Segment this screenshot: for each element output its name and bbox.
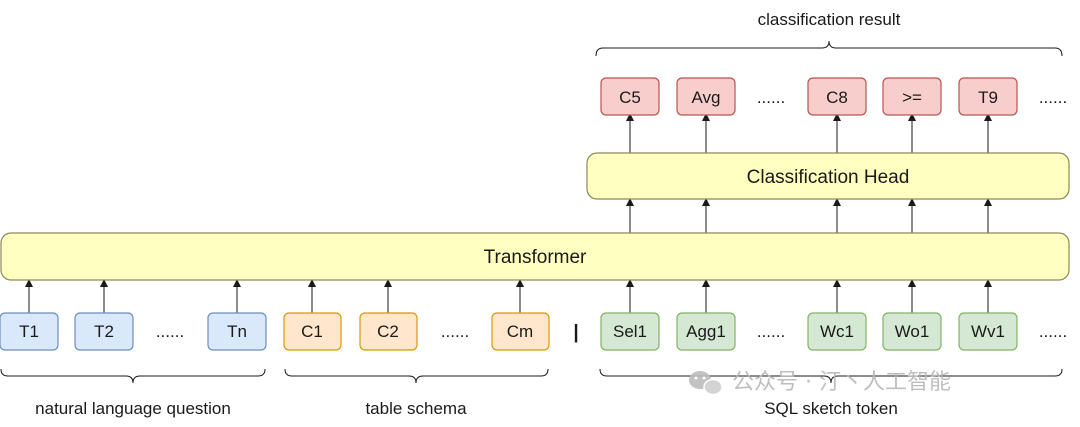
token-label: T9 — [978, 88, 998, 107]
token-box — [74, 312, 134, 351]
token-box — [958, 312, 1018, 351]
token-label: Tn — [227, 322, 247, 341]
brace-sketch — [599, 368, 1063, 384]
caption-schema: table schema — [365, 399, 467, 418]
brace-result — [595, 40, 1063, 57]
ellipsis: ...... — [441, 322, 469, 341]
token-box — [676, 77, 736, 116]
ellipsis: ...... — [757, 88, 785, 107]
token-box — [958, 77, 1018, 116]
transformer-layer: Transformer — [0, 232, 1070, 281]
token-box — [207, 312, 267, 351]
token-box — [600, 312, 660, 351]
token-label: Avg — [692, 88, 721, 107]
wechat-icon — [689, 371, 723, 396]
ellipsis: ...... — [1039, 322, 1067, 341]
token-label: C5 — [619, 88, 641, 107]
token-box — [0, 312, 59, 351]
brace-question — [0, 368, 266, 384]
sketch-tokens: Sel1 Agg1 ...... Wc1 Wo1 Wv1 ...... — [600, 312, 1067, 351]
watermark-text: 公众号 · 汀丶人工智能 — [732, 370, 951, 395]
token-box — [491, 312, 550, 351]
ellipsis: ...... — [757, 322, 785, 341]
token-label: >= — [902, 88, 922, 107]
token-label: C8 — [826, 88, 848, 107]
token-box — [359, 312, 418, 351]
caption-result: classification result — [758, 10, 901, 29]
token-box — [807, 77, 867, 116]
watermark: 公众号 · 汀丶人工智能 — [689, 370, 951, 396]
ellipsis: ...... — [1039, 88, 1067, 107]
brace-schema — [284, 368, 549, 384]
caption-question: natural language question — [35, 399, 231, 418]
token-box — [882, 77, 942, 116]
output-tokens: C5 Avg ...... C8 >= T9 ...... — [600, 77, 1067, 116]
question-tokens: T1 T2 ...... Tn — [0, 312, 267, 351]
token-label: C2 — [377, 322, 399, 341]
head-to-output-arrows — [626, 113, 992, 153]
separator: | — [573, 322, 578, 343]
token-box — [882, 312, 942, 351]
caption-sketch: SQL sketch token — [764, 399, 898, 418]
token-label: Wv1 — [971, 322, 1005, 341]
transformer-to-head-arrows — [626, 198, 992, 233]
token-label: T1 — [19, 322, 39, 341]
token-box — [807, 312, 867, 351]
token-box — [283, 312, 342, 351]
token-label: Sel1 — [613, 322, 647, 341]
ellipsis: ...... — [156, 322, 184, 341]
token-label: Wo1 — [895, 322, 930, 341]
schema-tokens: C1 C2 ...... Cm — [283, 312, 550, 351]
token-label: Cm — [507, 322, 533, 341]
token-label: C1 — [301, 322, 323, 341]
classification-head-box — [586, 152, 1070, 200]
transformer-box — [0, 232, 1070, 281]
braces — [0, 40, 1063, 384]
token-box — [676, 312, 736, 351]
input-arrows — [25, 279, 992, 313]
transformer-label: Transformer — [484, 247, 587, 268]
token-label: Wc1 — [820, 322, 854, 341]
token-label: Agg1 — [686, 322, 726, 341]
token-label: T2 — [94, 322, 114, 341]
classification-head-layer: Classification Head — [586, 152, 1070, 200]
classification-head-label: Classification Head — [747, 167, 910, 188]
token-box — [600, 77, 660, 116]
